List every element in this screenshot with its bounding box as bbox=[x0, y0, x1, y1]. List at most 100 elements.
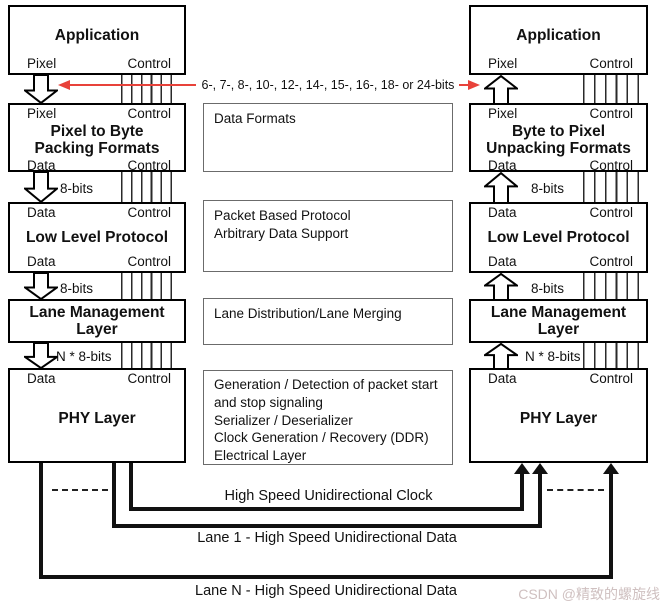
control-bus-right-4 bbox=[583, 343, 639, 368]
clock-arrowhead-up-icon bbox=[514, 463, 530, 474]
phy-functions-note: Generation / Detection of packet start a… bbox=[203, 370, 453, 465]
right-lane-management-box: Lane Management Layer bbox=[469, 299, 648, 343]
port-row: Pixel Control bbox=[471, 55, 646, 73]
port-label-data: Data bbox=[27, 205, 56, 220]
bus-width-label: 8-bits bbox=[531, 281, 565, 296]
box-title: Application bbox=[516, 26, 601, 44]
data-down-arrow-icon bbox=[24, 172, 58, 203]
pixel-down-arrow-icon bbox=[24, 75, 58, 104]
data-down-arrow-icon bbox=[24, 343, 58, 369]
port-row: Pixel Control bbox=[10, 55, 184, 73]
port-row: Pixel Control bbox=[10, 105, 184, 123]
data-up-arrow-icon bbox=[484, 343, 518, 369]
right-phy-box: Data Control PHY Layer bbox=[469, 368, 648, 463]
port-row: Data Control bbox=[10, 253, 184, 271]
port-row: Data Control bbox=[471, 157, 646, 175]
port-label-pixel: Pixel bbox=[488, 106, 518, 121]
clock-link-label: High Speed Unidirectional Clock bbox=[224, 488, 433, 504]
laneN-wire bbox=[39, 575, 613, 579]
control-bus-right-1 bbox=[583, 75, 639, 103]
lane1-arrowhead-up-icon bbox=[532, 463, 548, 474]
port-label-control: Control bbox=[127, 254, 171, 270]
port-label-data: Data bbox=[488, 158, 517, 174]
left-application-box: Application Pixel Control bbox=[8, 5, 186, 75]
bus-width-label: 8-bits bbox=[60, 281, 94, 296]
port-row: Data Control bbox=[10, 204, 184, 222]
right-application-box: Application Pixel Control bbox=[469, 5, 648, 75]
control-bus-right-2 bbox=[583, 172, 639, 202]
box-title: Application bbox=[54, 26, 140, 44]
port-label-data: Data bbox=[27, 158, 56, 174]
lane1-wire bbox=[112, 524, 542, 528]
data-down-arrow-icon bbox=[24, 273, 58, 300]
clock-wire bbox=[129, 507, 524, 511]
lane1-wire bbox=[112, 463, 116, 528]
port-label-data: Data bbox=[27, 371, 56, 386]
port-label-control: Control bbox=[127, 106, 171, 121]
lane1-wire bbox=[538, 473, 542, 528]
port-row: Data Control bbox=[471, 204, 646, 222]
laneN-link-label: Lane N - High Speed Unidirectional Data bbox=[195, 583, 457, 599]
more-lanes-dashes-right bbox=[547, 489, 604, 491]
data-formats-note: Data Formats bbox=[203, 103, 453, 172]
laneN-wire bbox=[609, 473, 613, 579]
port-label-control: Control bbox=[127, 205, 171, 220]
bit-depths-label: 6-, 7-, 8-, 10-, 12-, 14-, 15-, 16-, 18-… bbox=[201, 78, 455, 92]
port-label-data: Data bbox=[488, 254, 517, 270]
more-lanes-dashes-left bbox=[52, 489, 108, 491]
box-title: Lane Management Layer bbox=[29, 303, 165, 338]
box-title: Low Level Protocol bbox=[487, 228, 630, 246]
left-phy-box: Data Control PHY Layer bbox=[8, 368, 186, 463]
port-label-data: Data bbox=[488, 371, 517, 386]
port-label-control: Control bbox=[589, 106, 633, 121]
red-arrowhead-left-icon bbox=[58, 80, 70, 90]
port-label-control: Control bbox=[589, 371, 633, 386]
bus-width-label: 8-bits bbox=[531, 181, 565, 196]
port-label-data: Data bbox=[488, 205, 517, 220]
right-unpacking-box: Pixel Control Byte to Pixel Unpacking Fo… bbox=[469, 103, 648, 175]
red-callout-line bbox=[68, 84, 196, 86]
port-label-data: Data bbox=[27, 254, 56, 270]
bus-width-label: N * 8-bits bbox=[525, 349, 581, 364]
port-label-pixel: Pixel bbox=[27, 106, 57, 121]
port-label-pixel: Pixel bbox=[488, 56, 518, 72]
data-up-arrow-icon bbox=[484, 273, 518, 300]
port-label-control: Control bbox=[589, 254, 633, 270]
packet-protocol-note: Packet Based Protocol Arbitrary Data Sup… bbox=[203, 200, 453, 272]
right-low-level-protocol-box: Data Control Low Level Protocol Data Con… bbox=[469, 202, 648, 273]
port-row: Data Control bbox=[10, 157, 184, 175]
clock-wire bbox=[520, 473, 524, 511]
port-row: Pixel Control bbox=[471, 105, 646, 123]
lane-distribution-note: Lane Distribution/Lane Merging bbox=[203, 298, 453, 345]
control-bus-left-1 bbox=[121, 75, 172, 103]
bus-width-label: N * 8-bits bbox=[56, 349, 112, 364]
control-bus-left-4 bbox=[121, 343, 172, 368]
red-arrowhead-right-icon bbox=[468, 80, 480, 90]
bus-width-label: 8-bits bbox=[60, 181, 94, 196]
left-packing-box: Pixel Control Pixel to Byte Packing Form… bbox=[8, 103, 186, 175]
port-row: Data Control bbox=[471, 370, 646, 388]
control-bus-left-2 bbox=[121, 172, 172, 202]
laneN-wire bbox=[39, 463, 43, 579]
port-row: Data Control bbox=[10, 370, 184, 388]
box-title: Low Level Protocol bbox=[25, 228, 169, 246]
port-label-pixel: Pixel bbox=[27, 56, 57, 72]
port-label-control: Control bbox=[589, 56, 633, 72]
lane1-link-label: Lane 1 - High Speed Unidirectional Data bbox=[197, 530, 457, 546]
left-low-level-protocol-box: Data Control Low Level Protocol Data Con… bbox=[8, 202, 186, 273]
red-callout-line bbox=[459, 84, 469, 86]
box-title: Pixel to Byte Packing Formats bbox=[34, 122, 160, 157]
control-bus-left-3 bbox=[121, 273, 172, 299]
data-up-arrow-icon bbox=[484, 172, 518, 203]
port-row: Data Control bbox=[471, 253, 646, 271]
box-title: Lane Management Layer bbox=[490, 303, 627, 338]
watermark: CSDN @精致的螺旋线 bbox=[518, 586, 660, 602]
left-lane-management-box: Lane Management Layer bbox=[8, 299, 186, 343]
port-label-control: Control bbox=[589, 205, 633, 220]
port-label-control: Control bbox=[127, 158, 171, 174]
pixel-up-arrow-icon bbox=[484, 75, 518, 104]
laneN-arrowhead-up-icon bbox=[603, 463, 619, 474]
port-label-control: Control bbox=[589, 158, 633, 174]
port-label-control: Control bbox=[127, 371, 171, 386]
